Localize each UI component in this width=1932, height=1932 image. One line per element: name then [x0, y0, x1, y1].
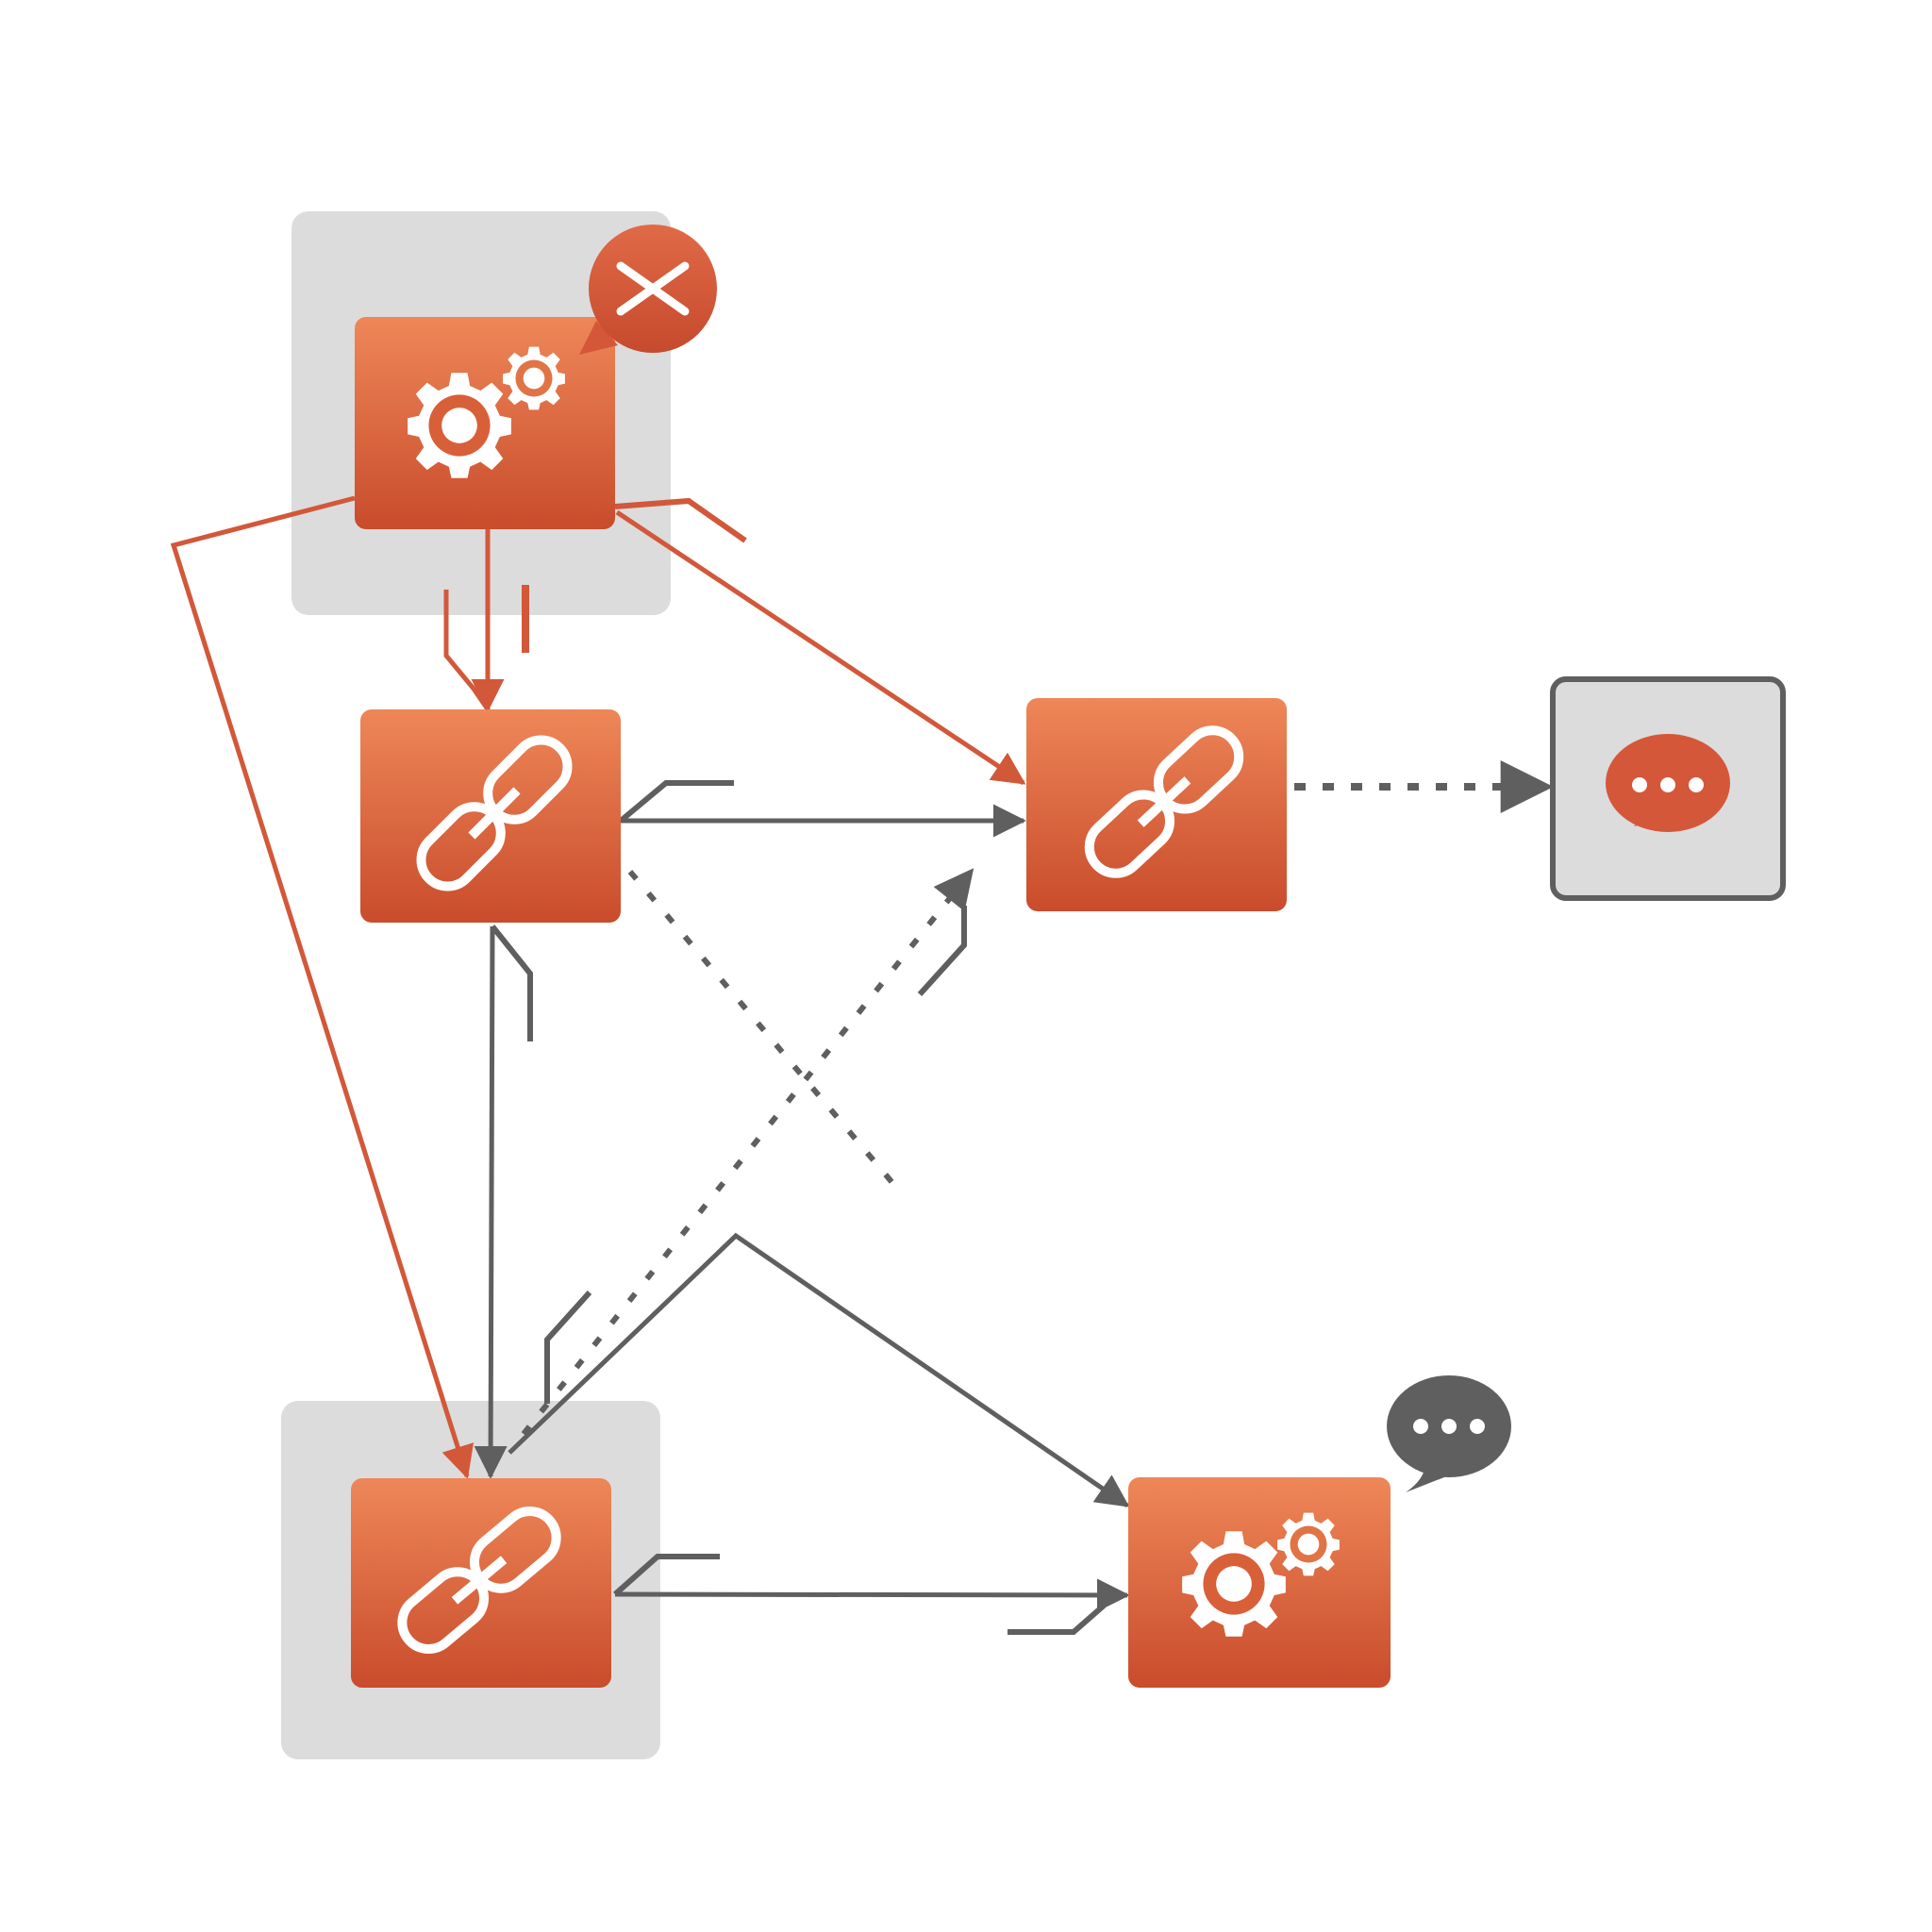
link-node-middle-left[interactable] — [360, 709, 621, 923]
link-icon — [1084, 725, 1244, 878]
edge-link-bottom-left-to-link-mid-right[interactable] — [521, 868, 974, 1436]
gears-node-bottom-right[interactable] — [1128, 1477, 1391, 1688]
speech-bubble-icon — [1413, 1419, 1485, 1434]
comment-badge[interactable] — [1387, 1375, 1511, 1492]
edge-gears-top-to-link-bottom-left[interactable] — [170, 495, 475, 1479]
link-icon — [397, 1507, 561, 1654]
link-icon — [416, 735, 573, 891]
link-node-middle-right[interactable] — [1026, 698, 1287, 911]
link-node-bottom-left[interactable] — [351, 1478, 611, 1688]
edge-gears-top-to-link-mid-left[interactable] — [443, 529, 529, 712]
edge-link-bottom-left-to-gears-bottom-right[interactable] — [613, 1554, 1130, 1635]
gears-node-top[interactable] — [355, 317, 615, 529]
edge-gears-top-to-link-mid-right[interactable] — [614, 497, 1026, 786]
chat-node-right[interactable] — [1550, 676, 1786, 901]
close-icon — [616, 261, 690, 316]
edge-link-mid-left-to-link-bottom-left[interactable] — [474, 924, 533, 1479]
edge-link-bottom-left-to-gears-bottom-right-peak[interactable] — [508, 1232, 1130, 1508]
edges — [170, 495, 1554, 1635]
edge-link-mid-left-dotted-dangling[interactable] — [627, 870, 907, 1198]
speech-bubble-icon — [1606, 734, 1730, 832]
error-badge[interactable] — [579, 225, 717, 355]
edge-link-mid-left-to-link-mid-right[interactable] — [619, 780, 1026, 838]
